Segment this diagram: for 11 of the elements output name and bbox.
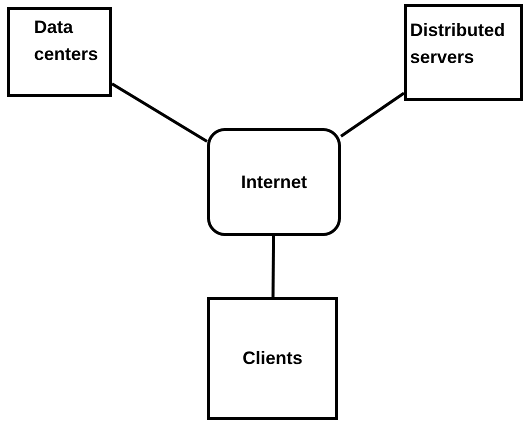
process-box bbox=[7, 7, 112, 97]
node-label: Data centers bbox=[34, 16, 100, 66]
connector-line bbox=[340, 92, 405, 138]
node-label: Internet bbox=[240, 170, 307, 194]
rounded-box bbox=[207, 128, 341, 236]
node-label: Distributed servers bbox=[410, 19, 506, 69]
connector-line bbox=[272, 236, 276, 298]
process-box bbox=[404, 4, 523, 101]
connector-line bbox=[111, 82, 208, 143]
node-label: Clients bbox=[242, 347, 302, 370]
process-box bbox=[207, 297, 338, 420]
